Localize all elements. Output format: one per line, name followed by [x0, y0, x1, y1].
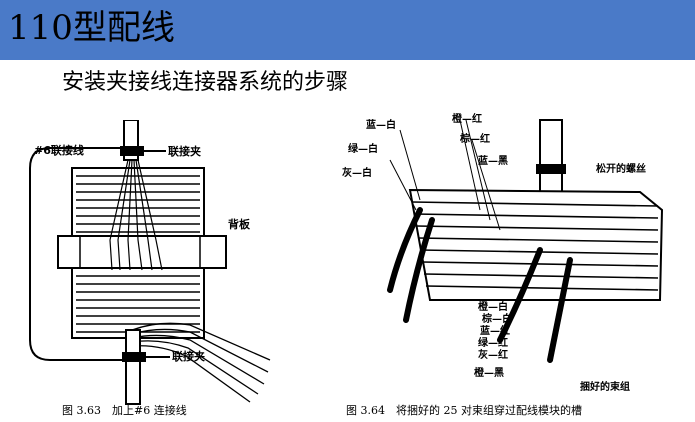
label-orange-black: 橙—黑 [474, 366, 504, 379]
top-clip [120, 146, 144, 156]
caption-right: 图 3.64 将捆好的 25 对束组穿过配线模块的槽 [346, 404, 582, 417]
label-blue-white: 蓝—白 [366, 118, 396, 131]
label-grey-red: 灰—红 [478, 348, 508, 361]
label-wire6: #6联接线 [34, 143, 84, 157]
caption-left: 图 3.63 加上#6 连接线 [62, 404, 187, 417]
ground-wire-loop [29, 147, 130, 361]
page-title: 110型配线 [8, 8, 175, 48]
label-orange-white: 橙—白 [478, 300, 508, 313]
module-rows [411, 201, 659, 291]
figure-jumper-wire: #6联接线 联接夹 背板 联接夹 [29, 120, 271, 405]
label-backplate: 背板 [228, 217, 251, 231]
label-loose-screw: 松开的螺丝 [596, 162, 646, 175]
label-orange-red: 橙—红 [452, 112, 482, 125]
label-grey-white: 灰—白 [342, 166, 372, 179]
figure-bundle-routing: 蓝—白 橙—红 棕—红 绿—白 蓝—黑 灰—白 松开的螺丝 橙—白 棕—白 蓝—… [342, 112, 664, 393]
label-brown-white: 棕—白 [481, 312, 512, 325]
wiring-module [408, 188, 664, 301]
feed-cable [539, 119, 563, 201]
label-clip-bottom: 联接夹 [172, 349, 205, 363]
wire-fan [109, 159, 163, 271]
title-bar: 110型配线 [0, 0, 695, 60]
bottom-clip [122, 352, 146, 362]
thin-wires [389, 119, 501, 231]
label-bundled: 捆好的束组 [580, 380, 630, 393]
wire-bundles [387, 207, 573, 363]
label-brown-red: 棕—红 [459, 132, 490, 145]
label-blue-black: 蓝—黑 [478, 154, 508, 167]
slide-subtitle: 安装夹接线连接器系统的步骤 [62, 70, 349, 95]
connector-block-top [71, 167, 205, 237]
backplate [57, 235, 227, 269]
label-green-white: 绿—白 [348, 142, 378, 155]
label-green-red: 绿—红 [478, 336, 508, 349]
label-blue-red: 蓝—红 [480, 324, 510, 337]
label-clip-top: 联接夹 [168, 144, 201, 158]
bottom-cable [125, 329, 141, 405]
